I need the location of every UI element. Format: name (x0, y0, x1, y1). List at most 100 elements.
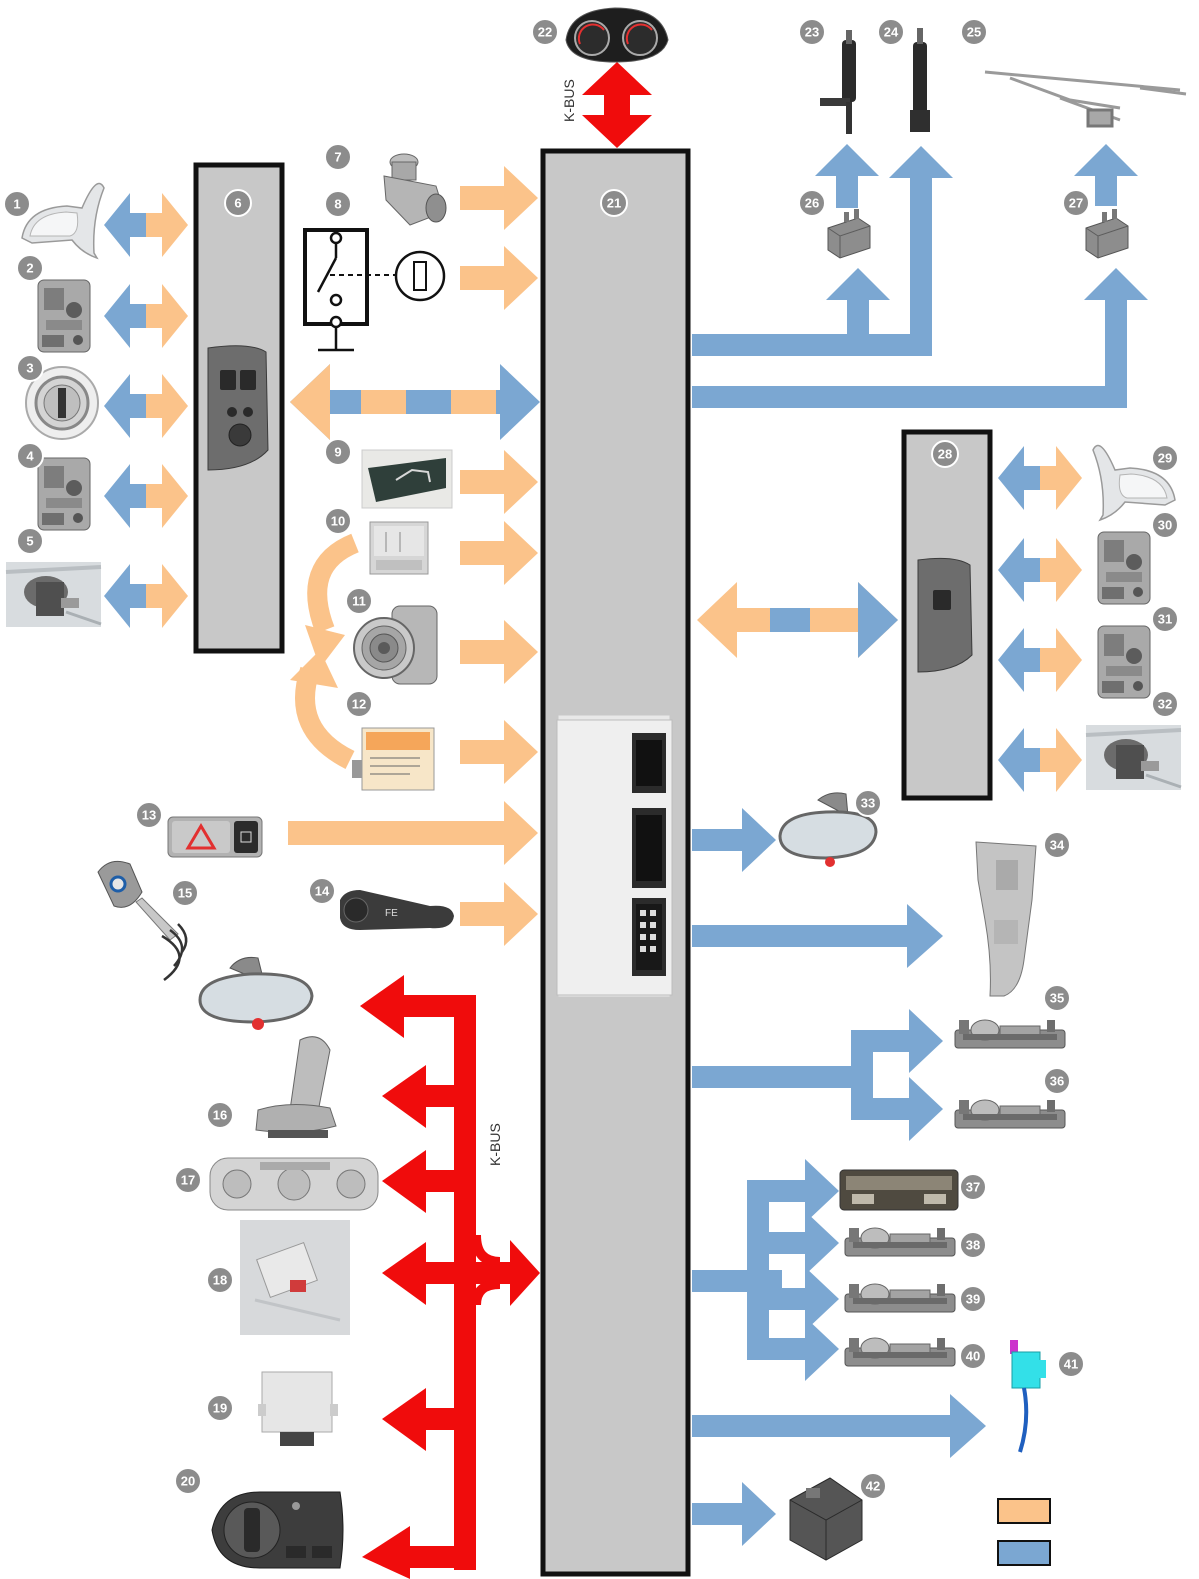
interior-light-icon (955, 1100, 1065, 1128)
door-contact-switch-icon (384, 154, 446, 225)
door-signal-arrow (104, 193, 188, 257)
interior-light-icon (845, 1284, 955, 1312)
washer-pump-icon (820, 30, 856, 134)
svg-text:7: 7 (334, 150, 341, 165)
number-badge-35: 35 (1044, 985, 1070, 1011)
svg-text:5: 5 (26, 534, 33, 549)
svg-text:9: 9 (334, 445, 341, 460)
window-motor-icon (1086, 725, 1181, 790)
horn-icon (790, 1478, 862, 1560)
central-module-picture (557, 715, 672, 997)
input-arrow (460, 521, 538, 585)
svg-text:22: 22 (538, 25, 552, 40)
number-badge-24: 24 (878, 19, 904, 45)
svg-text:10: 10 (331, 514, 345, 529)
washer-pump-icon (910, 28, 930, 132)
window-motor-icon (6, 562, 101, 627)
number-badge-19: 19 (207, 1395, 233, 1421)
svg-text:39: 39 (966, 1292, 980, 1307)
legend (998, 1499, 1050, 1565)
door-lock-icon (38, 280, 90, 352)
passenger-window-switch-block (918, 558, 972, 672)
svg-text:FE: FE (385, 908, 398, 919)
svg-text:20: 20 (181, 1474, 195, 1489)
wiper-stalk-icon: FE (340, 890, 454, 930)
number-badge-14: 14 (309, 878, 335, 904)
svg-text:21: 21 (607, 196, 621, 211)
input-arrow (460, 166, 538, 230)
interior-light-icon (840, 1170, 958, 1210)
number-badge-27: 27 (1063, 190, 1089, 216)
door-signal-arrow (998, 538, 1082, 602)
relay-icon (828, 209, 870, 258)
number-badge-21: 21 (601, 190, 627, 216)
svg-text:19: 19 (213, 1401, 227, 1416)
number-badge-42: 42 (860, 1473, 886, 1499)
svg-text:12: 12 (352, 697, 366, 712)
interior-light-icon (845, 1228, 955, 1256)
svg-text:14: 14 (315, 884, 330, 899)
legend-swatch (998, 1541, 1050, 1565)
svg-text:32: 32 (1158, 697, 1172, 712)
svg-text:11: 11 (352, 594, 366, 609)
interior-light-icon (845, 1338, 955, 1366)
number-badge-9: 9 (325, 439, 351, 465)
svg-text:35: 35 (1050, 991, 1064, 1006)
legend-swatch (998, 1499, 1050, 1523)
input-arrow (460, 620, 538, 684)
control-unit-icon (258, 1372, 338, 1446)
svg-text:8: 8 (334, 197, 341, 212)
svg-text:41: 41 (1064, 1357, 1078, 1372)
kbus-tree-bottom (360, 975, 540, 1579)
door-signal-arrow (104, 564, 188, 628)
number-badge-39: 39 (960, 1286, 986, 1312)
number-badge-17: 17 (175, 1167, 201, 1193)
number-badge-31: 31 (1152, 606, 1178, 632)
input-arrow (288, 801, 538, 865)
driver-window-switch-block (208, 346, 268, 470)
bonnet-switch-icon (305, 230, 444, 350)
tailgate-button-icon (362, 450, 452, 508)
hazard-switch-icon (168, 817, 262, 857)
svg-text:28: 28 (938, 447, 952, 462)
svg-text:34: 34 (1050, 838, 1065, 853)
number-badge-2: 2 (17, 255, 43, 281)
svg-text:24: 24 (884, 25, 899, 40)
instrument-cluster-icon (566, 8, 668, 62)
number-badge-29: 29 (1152, 445, 1178, 471)
input-arrow (460, 882, 538, 946)
door-signal-arrow (998, 446, 1082, 510)
washer-wiper-output-arrows (692, 144, 1148, 408)
number-badge-26: 26 (799, 190, 825, 216)
door-signal-arrow (998, 728, 1082, 792)
number-badge-20: 20 (175, 1468, 201, 1494)
kbus-arrow-top (582, 62, 652, 148)
svg-text:36: 36 (1050, 1074, 1064, 1089)
interior-mirror-icon (200, 957, 312, 1030)
door-lock-icon (38, 458, 90, 530)
number-badge-25: 25 (961, 19, 987, 45)
svg-text:40: 40 (966, 1349, 980, 1364)
arrow-21-to-door-module-28 (697, 582, 898, 658)
svg-text:25: 25 (967, 25, 981, 40)
number-badge-38: 38 (960, 1232, 986, 1258)
svg-text:42: 42 (866, 1479, 880, 1494)
svg-text:29: 29 (1158, 451, 1172, 466)
door-signal-arrow (998, 628, 1082, 692)
svg-text:1: 1 (13, 197, 20, 212)
relay-icon (1086, 209, 1128, 258)
number-badge-6: 6 (225, 190, 251, 216)
kbus-label-bottom: K-BUS (487, 1123, 503, 1166)
door-signal-arrow (104, 374, 188, 438)
number-badge-22: 22 (532, 19, 558, 45)
number-badge-3: 3 (17, 355, 43, 381)
number-badge-11: 11 (346, 588, 372, 614)
number-badge-8: 8 (325, 191, 351, 217)
svg-text:30: 30 (1158, 518, 1172, 533)
svg-text:6: 6 (234, 196, 241, 211)
number-badge-10: 10 (325, 508, 351, 534)
fuel-flap-actuator-icon (1010, 1340, 1046, 1452)
seat-module-icon (256, 1037, 336, 1138)
arrow-alarm-loop (290, 543, 355, 760)
